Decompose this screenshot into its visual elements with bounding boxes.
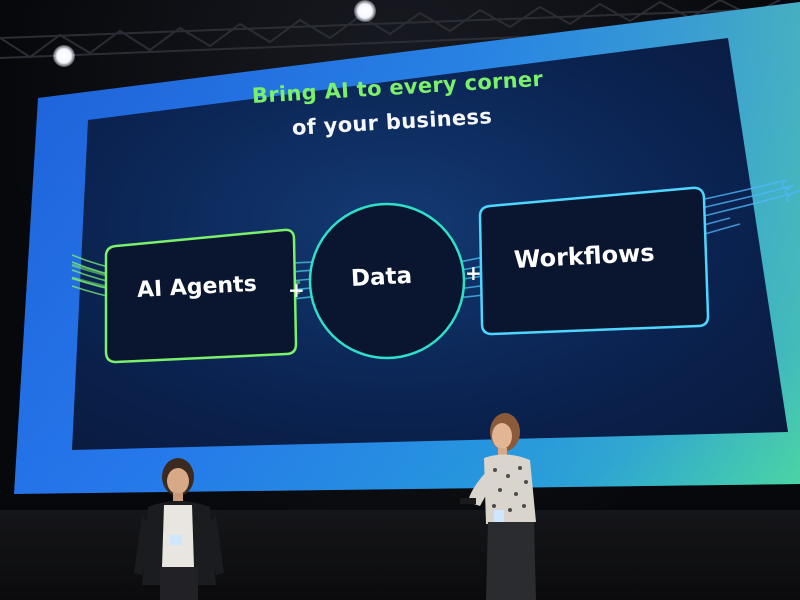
data-label: Data xyxy=(350,262,413,292)
plus-sign: + xyxy=(465,261,482,285)
stage-spotlight-left xyxy=(53,45,75,67)
data-circle xyxy=(308,202,466,360)
presenter-left xyxy=(134,458,224,600)
presenter-right xyxy=(460,413,536,600)
ai-agents-box xyxy=(104,228,298,364)
stage-floor xyxy=(0,510,800,600)
plus-sign: + xyxy=(288,278,305,302)
workflows-box xyxy=(478,186,710,336)
stage-spotlight-center xyxy=(354,0,376,22)
